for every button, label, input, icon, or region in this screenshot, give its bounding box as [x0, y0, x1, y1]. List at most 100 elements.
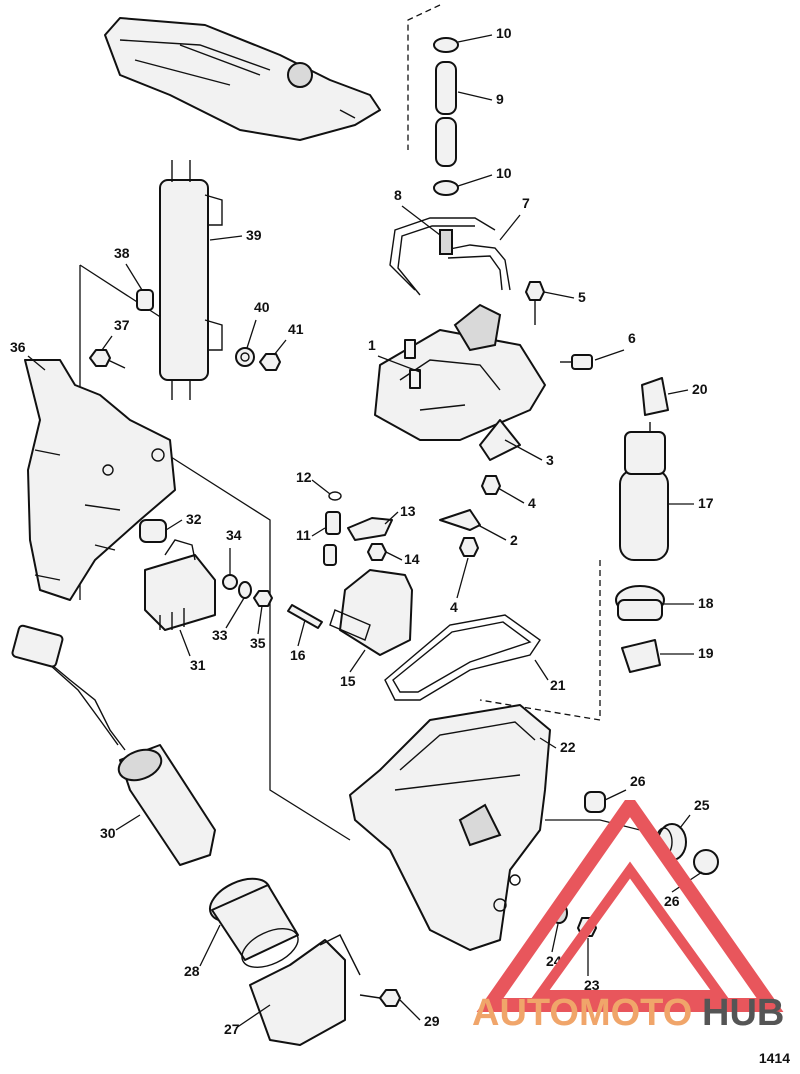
- callout-label-10: 10: [496, 165, 512, 181]
- callout-leader: [125, 263, 143, 291]
- part-24-washer: [550, 902, 568, 924]
- dashed-route-top: [407, 4, 441, 150]
- part-36-bracket: [24, 359, 176, 601]
- route-line-fuelpump: [545, 819, 641, 831]
- callout-label-32: 32: [186, 511, 202, 527]
- callout-leader: [457, 34, 493, 43]
- part-15-module: [329, 569, 413, 656]
- part-27-clamp: [249, 934, 361, 1046]
- callout-label-4: 4: [528, 495, 536, 511]
- callout-label-36: 36: [10, 339, 26, 355]
- part-40-washer: [235, 347, 255, 367]
- callout-leader: [671, 871, 703, 893]
- part-21-gasket: [384, 614, 541, 701]
- part-26-plug-b: [693, 849, 719, 875]
- callout-label-15: 15: [340, 673, 356, 689]
- callout-label-6: 6: [628, 330, 636, 346]
- part-30-fuel-pump: [11, 624, 216, 866]
- callout-leader: [311, 479, 331, 495]
- callout-label-8: 8: [394, 187, 402, 203]
- callout-label-26: 26: [664, 893, 680, 909]
- part-37-screw: [89, 349, 126, 369]
- route-line-left: [159, 449, 351, 841]
- callout-label-29: 29: [424, 1013, 440, 1029]
- part-7-hoses: [389, 217, 511, 296]
- callout-leader: [273, 339, 287, 356]
- callout-label-25: 25: [694, 797, 710, 813]
- callout-leader: [551, 923, 559, 953]
- callout-leader: [594, 349, 625, 361]
- part-8-tee: [439, 229, 453, 255]
- callout-label-26: 26: [630, 773, 646, 789]
- part-14-screw: [367, 543, 387, 561]
- callout-label-28: 28: [184, 963, 200, 979]
- callout-leader: [225, 597, 245, 629]
- part-23-screw: [577, 917, 597, 937]
- callout-label-12: 12: [296, 469, 312, 485]
- callout-leader: [504, 439, 543, 461]
- callout-label-17: 17: [698, 495, 714, 511]
- part-38-bushing: [136, 289, 154, 311]
- callout-label-27: 27: [224, 1021, 240, 1037]
- callout-label-11: 11: [296, 527, 311, 543]
- callout-leader: [604, 789, 627, 801]
- part-13-clip: [347, 517, 393, 541]
- callout-leader: [27, 355, 46, 371]
- callout-label-21: 21: [550, 677, 566, 693]
- part-19-seal: [621, 639, 661, 673]
- callout-label-22: 22: [560, 739, 576, 755]
- callout-leader: [246, 319, 257, 349]
- callout-label-30: 30: [100, 825, 116, 841]
- part-31-relay: [144, 539, 216, 631]
- callout-label-5: 5: [578, 289, 586, 305]
- part-35-nut: [253, 590, 273, 607]
- callout-leader: [399, 999, 421, 1021]
- callout-leader: [385, 551, 403, 561]
- callout-label-34: 34: [226, 527, 242, 543]
- callout-label-10: 10: [496, 25, 512, 41]
- callout-label-37: 37: [114, 317, 130, 333]
- callout-label-31: 31: [190, 657, 206, 673]
- part-2-tab: [439, 509, 481, 531]
- callout-leader: [235, 1004, 271, 1029]
- callout-leader: [456, 557, 469, 599]
- part-33-washer: [238, 581, 252, 599]
- part-16-pin: [287, 604, 323, 629]
- callout-leader: [209, 235, 243, 241]
- callout-leader: [165, 519, 183, 531]
- callout-label-14: 14: [404, 551, 420, 567]
- part-4-screw-a: [481, 475, 501, 495]
- part-29-screw: [359, 989, 401, 1007]
- callout-leader: [115, 814, 141, 831]
- part-20-filter: [641, 377, 669, 416]
- callout-label-2: 2: [510, 532, 518, 548]
- callout-label-33: 33: [212, 627, 228, 643]
- part-25-grommet: [655, 823, 687, 861]
- callout-label-4: 4: [450, 599, 458, 615]
- callout-label-9: 9: [496, 91, 504, 107]
- part-28-sleeve: [209, 877, 299, 968]
- part-39-cooler: [159, 160, 223, 400]
- part-1-cover: [374, 303, 546, 441]
- callout-leader: [543, 291, 575, 299]
- fuel-tank-part: [104, 17, 381, 141]
- part-26-plug-a: [584, 791, 606, 813]
- part-4-screw-b: [459, 537, 479, 557]
- part-41-nut: [259, 353, 281, 371]
- part-3-tab: [479, 419, 521, 461]
- part-18-cap: [615, 585, 665, 621]
- callout-label-16: 16: [290, 647, 306, 663]
- callout-label-1: 1: [368, 337, 376, 353]
- callout-label-13: 13: [400, 503, 416, 519]
- callout-label-39: 39: [246, 227, 262, 243]
- callout-leader: [497, 487, 525, 504]
- part-10-clamp-top: [433, 37, 459, 53]
- callout-leader: [457, 174, 493, 187]
- callout-leader: [534, 659, 549, 681]
- callout-leader: [477, 524, 507, 541]
- callout-label-18: 18: [698, 595, 714, 611]
- callout-leader: [311, 527, 326, 537]
- callout-leader: [179, 629, 191, 657]
